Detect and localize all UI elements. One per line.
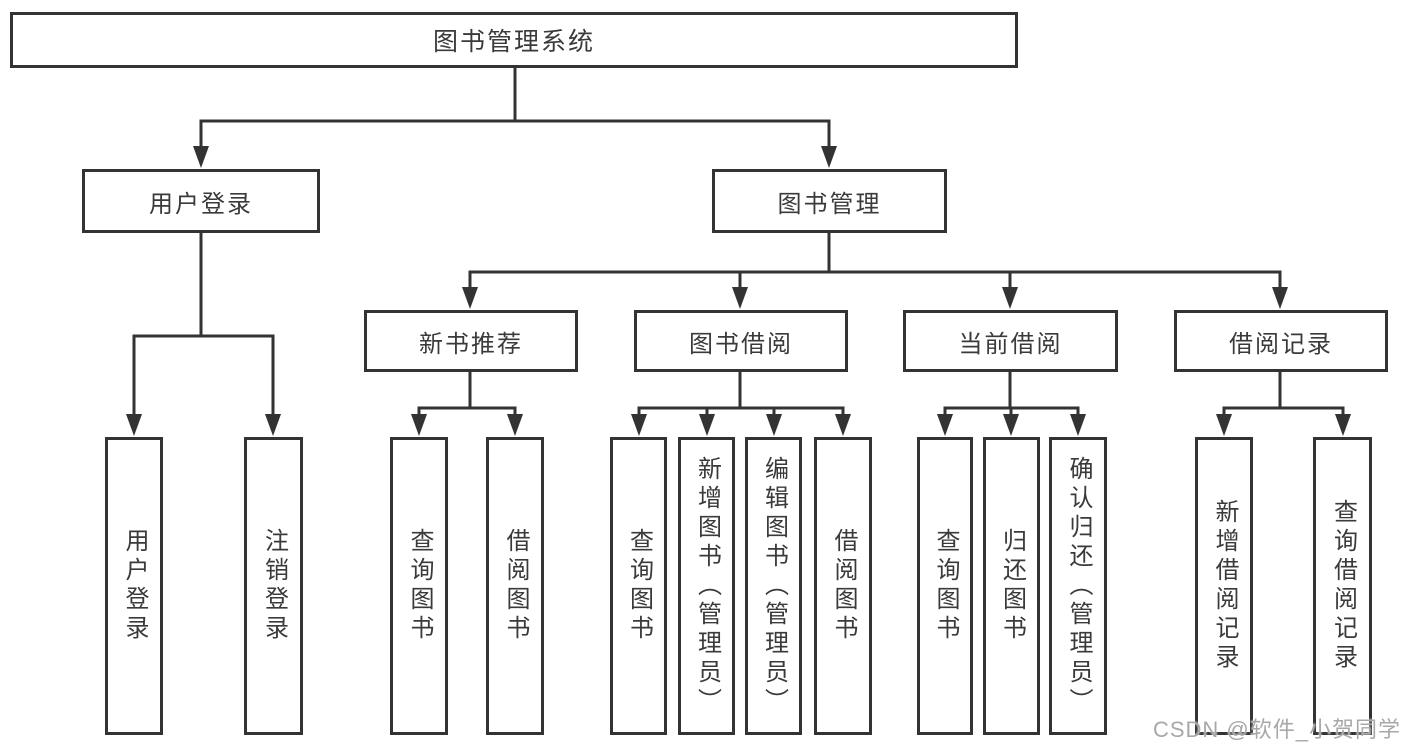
arrow-down-icon <box>411 414 427 436</box>
node-label: 新增借阅记录 <box>1211 499 1238 673</box>
leaf-add-borrow-record: 新增借阅记录 <box>1195 437 1253 735</box>
arrow-down-icon <box>821 146 837 168</box>
arrow-down-icon <box>1070 414 1086 436</box>
node-label: 借阅图书 <box>502 528 529 644</box>
leaf-confirm-return-admin: 确认归还（管理员） <box>1049 437 1107 735</box>
node-book-borrowing: 图书借阅 <box>634 310 848 372</box>
node-book-management: 图书管理 <box>712 169 947 233</box>
node-label: 注销登录 <box>260 528 288 644</box>
arrow-down-icon <box>732 287 748 309</box>
arrow-down-icon <box>1335 414 1351 436</box>
arrow-down-icon <box>265 414 281 436</box>
node-label: 图书管理 <box>777 190 882 218</box>
arrow-down-icon <box>193 146 209 168</box>
leaf-query-books-2: 查询图书 <box>610 437 667 735</box>
arrow-down-icon <box>766 414 782 436</box>
csdn-watermark: CSDN @软件_小贺同学 <box>1152 717 1401 742</box>
node-label: 图书借阅 <box>689 330 793 358</box>
arrow-down-icon <box>1003 414 1019 436</box>
node-label: 用户登录 <box>121 528 148 644</box>
leaf-query-books-3: 查询图书 <box>917 437 973 735</box>
arrow-down-icon <box>462 287 478 309</box>
arrow-down-icon <box>1002 287 1018 309</box>
arrowhead-icons <box>126 146 1351 436</box>
arrow-down-icon <box>835 414 851 436</box>
arrow-down-icon <box>631 414 647 436</box>
leaf-query-borrow-record: 查询借阅记录 <box>1313 437 1372 735</box>
node-label: 编辑图书（管理员） <box>760 455 788 717</box>
node-label: 确认归还（管理员） <box>1065 455 1092 717</box>
node-new-book-recommend: 新书推荐 <box>364 310 578 372</box>
leaf-borrow-books-1: 借阅图书 <box>486 437 544 735</box>
node-label: 借阅记录 <box>1229 330 1333 358</box>
leaf-borrow-books-2: 借阅图书 <box>814 437 872 735</box>
leaf-return-books: 归还图书 <box>983 437 1040 735</box>
leaf-logout: 注销登录 <box>244 437 303 735</box>
leaf-edit-books-admin: 编辑图书（管理员） <box>745 437 802 735</box>
node-label: 查询图书 <box>625 528 653 644</box>
arrow-down-icon <box>1216 414 1232 436</box>
node-label: 借阅图书 <box>830 528 857 644</box>
leaf-add-books-admin: 新增图书（管理员） <box>678 437 735 735</box>
node-current-borrowing: 当前借阅 <box>903 310 1118 372</box>
arrow-down-icon <box>699 414 715 436</box>
node-library-management-system: 图书管理系统 <box>10 12 1018 68</box>
node-label: 用户登录 <box>149 190 253 218</box>
arrow-down-icon <box>507 414 523 436</box>
leaf-query-books-1: 查询图书 <box>390 437 448 735</box>
arrow-down-icon <box>1272 287 1288 309</box>
node-user-login: 用户登录 <box>82 169 320 233</box>
arrow-down-icon <box>126 414 142 436</box>
node-label: 查询图书 <box>406 528 433 644</box>
node-label: 归还图书 <box>998 528 1026 644</box>
node-label: 图书管理系统 <box>432 28 595 56</box>
node-label: 新书推荐 <box>419 330 523 358</box>
node-label: 查询借阅记录 <box>1329 499 1357 673</box>
node-borrowing-records: 借阅记录 <box>1174 310 1388 372</box>
node-label: 查询图书 <box>932 528 959 644</box>
arrow-down-icon <box>937 414 953 436</box>
node-label: 新增图书（管理员） <box>693 455 721 717</box>
node-label: 当前借阅 <box>958 330 1063 358</box>
leaf-user-login: 用户登录 <box>105 437 163 735</box>
